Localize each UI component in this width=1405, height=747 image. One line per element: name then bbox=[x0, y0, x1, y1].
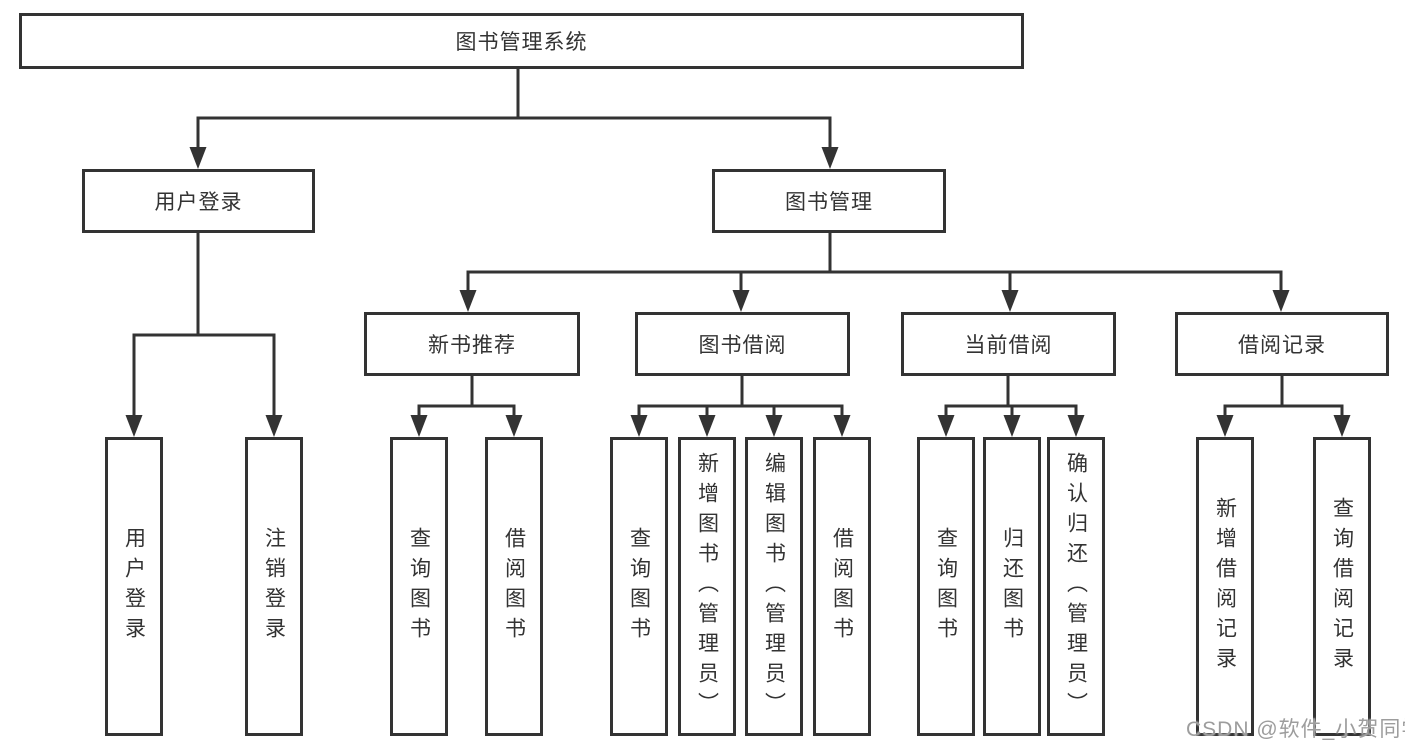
node-book-borrow: 图书借阅 bbox=[635, 312, 850, 376]
leaf-query-books-1-label: 查询图书 bbox=[407, 526, 431, 647]
leaf-add-book-admin: 新增图书（管理员） bbox=[678, 437, 736, 736]
leaf-query-books-2: 查询图书 bbox=[610, 437, 668, 736]
leaf-logout: 注销登录 bbox=[245, 437, 303, 736]
node-book-management: 图书管理 bbox=[712, 169, 946, 233]
node-new-book-recommend: 新书推荐 bbox=[364, 312, 580, 376]
leaf-borrow-books-2: 借阅图书 bbox=[813, 437, 871, 736]
leaf-add-book-admin-label: 新增图书（管理员） bbox=[695, 451, 719, 722]
leaf-query-borrow-record: 查询借阅记录 bbox=[1313, 437, 1371, 736]
leaf-query-books-3-label: 查询图书 bbox=[934, 526, 958, 647]
leaf-borrow-books-2-label: 借阅图书 bbox=[830, 526, 854, 647]
node-library-system-root: 图书管理系统 bbox=[19, 13, 1024, 69]
leaf-edit-book-admin-label: 编辑图书（管理员） bbox=[762, 451, 786, 722]
leaf-add-borrow-record: 新增借阅记录 bbox=[1196, 437, 1254, 736]
leaf-query-books-1: 查询图书 bbox=[390, 437, 448, 736]
leaf-query-books-2-label: 查询图书 bbox=[627, 526, 651, 647]
leaf-return-book: 归还图书 bbox=[983, 437, 1041, 736]
csdn-watermark: CSDN @软件_小贺同学 bbox=[1186, 718, 1405, 741]
leaf-query-borrow-record-label: 查询借阅记录 bbox=[1330, 496, 1354, 677]
leaf-query-books-3: 查询图书 bbox=[917, 437, 975, 736]
leaf-borrow-books-1-label: 借阅图书 bbox=[502, 526, 526, 647]
leaf-confirm-return-admin-label: 确认归还（管理员） bbox=[1064, 451, 1088, 722]
leaf-return-book-label: 归还图书 bbox=[1000, 526, 1024, 647]
arrowheads bbox=[125, 147, 1351, 437]
leaf-confirm-return-admin: 确认归还（管理员） bbox=[1047, 437, 1105, 736]
leaf-edit-book-admin: 编辑图书（管理员） bbox=[745, 437, 803, 736]
leaf-logout-label: 注销登录 bbox=[262, 526, 286, 647]
node-borrow-records: 借阅记录 bbox=[1175, 312, 1389, 376]
node-current-borrow: 当前借阅 bbox=[901, 312, 1116, 376]
leaf-user-login-label: 用户登录 bbox=[122, 526, 146, 647]
leaf-borrow-books-1: 借阅图书 bbox=[485, 437, 543, 736]
node-user-login: 用户登录 bbox=[82, 169, 315, 233]
leaf-user-login: 用户登录 bbox=[105, 437, 163, 736]
leaf-add-borrow-record-label: 新增借阅记录 bbox=[1213, 496, 1237, 677]
